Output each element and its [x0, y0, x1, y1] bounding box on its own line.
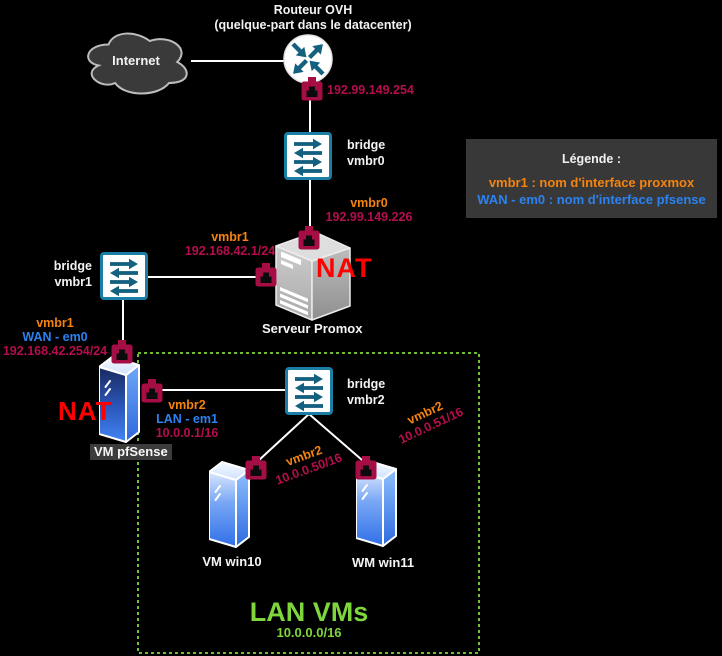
- pfsense-name-label: VM pfSense: [90, 444, 172, 460]
- bridge-vmbr0-label-line2: vmbr0: [347, 154, 385, 168]
- win10-port-icon: [245, 456, 267, 480]
- router-ip-label: 192.99.149.254: [327, 83, 414, 97]
- bridge-vmbr2-icon: [285, 367, 333, 415]
- bridge-vmbr1-label-line2: vmbr1: [54, 275, 92, 289]
- win11-port-icon: [355, 456, 377, 480]
- bridge-vmbr2-label-line1: bridge: [347, 377, 386, 391]
- win10-name-label: VM win10: [202, 554, 262, 569]
- pfsense-name-text: VM pfSense: [90, 444, 172, 460]
- proxmox-name-label: Serveur Promox: [262, 321, 363, 336]
- bridge-vmbr0-icon: [284, 132, 332, 180]
- proxmox-left-port-icon: [255, 263, 277, 287]
- vmbr0-ip-label: 192.99.149.226: [325, 210, 413, 224]
- vmbr0-interface-labels: vmbr0 192.99.149.226: [323, 196, 415, 224]
- pfsense-wan-name-label: WAN - em0: [22, 330, 88, 344]
- pfsense-wan-labels: vmbr1 WAN - em0 192.168.42.254/24: [0, 316, 110, 358]
- legend-item-proxmox: vmbr1 : nom d'interface proxmox: [488, 175, 695, 190]
- pfsense-lan-labels: vmbr2 LAN - em1 10.0.0.1/16: [151, 398, 223, 440]
- vmbr0-iface-label: vmbr0: [350, 196, 388, 210]
- win11-name-label: WM win11: [351, 555, 415, 570]
- bridge-vmbr1-icon: [100, 252, 148, 300]
- legend-box: Légende : vmbr1 : nom d'interface proxmo…: [466, 139, 717, 218]
- diagram-title-line2: (quelque-part dans le datacenter): [214, 18, 412, 32]
- bridge-vmbr1-label-line1: bridge: [53, 259, 92, 273]
- vmbr1-ip-label: 192.168.42.1/24: [184, 244, 276, 258]
- pfsense-lan-ip-label: 10.0.0.1/16: [155, 426, 219, 440]
- pfsense-top-port-icon: [111, 340, 133, 364]
- pfsense-lan-name-label: LAN - em1: [156, 412, 218, 426]
- legend-title: Légende :: [561, 152, 622, 166]
- internet-label: Internet: [112, 53, 160, 68]
- pfsense-wan-iface-label: vmbr1: [36, 316, 74, 330]
- lan-zone-title: LAN VMs: [249, 597, 369, 627]
- bridge-vmbr2-label: bridge vmbr2: [347, 376, 385, 408]
- vmbr1-interface-labels: vmbr1 192.168.42.1/24: [178, 230, 282, 258]
- lan-zone-subnet: 10.0.0.0/16: [276, 625, 342, 640]
- router-port-icon: [301, 77, 323, 101]
- proxmox-nat-label: NAT: [316, 253, 373, 283]
- bridge-vmbr2-label-line2: vmbr2: [347, 393, 385, 407]
- diagram-title-line1: Routeur OVH: [273, 3, 353, 17]
- legend-item-pfsense: WAN - em0 : nom d'interface pfsense: [477, 192, 706, 207]
- diagram-title: Routeur OVH (quelque-part dans le datace…: [203, 3, 423, 33]
- pfsense-nat-label: NAT: [58, 396, 113, 426]
- bridge-vmbr0-label: bridge vmbr0: [347, 137, 385, 169]
- pfsense-wan-ip-label: 192.168.42.254/24: [2, 344, 108, 358]
- lan-zone-caption: LAN VMs 10.0.0.0/16: [234, 598, 384, 640]
- proxmox-top-port-icon: [298, 226, 320, 250]
- bridge-vmbr1-label: bridge vmbr1: [32, 258, 92, 290]
- bridge-vmbr0-label-line1: bridge: [347, 138, 386, 152]
- vmbr1-iface-label: vmbr1: [211, 230, 249, 244]
- pfsense-lan-iface-label: vmbr2: [168, 398, 206, 412]
- lan-zone-border: [137, 352, 480, 654]
